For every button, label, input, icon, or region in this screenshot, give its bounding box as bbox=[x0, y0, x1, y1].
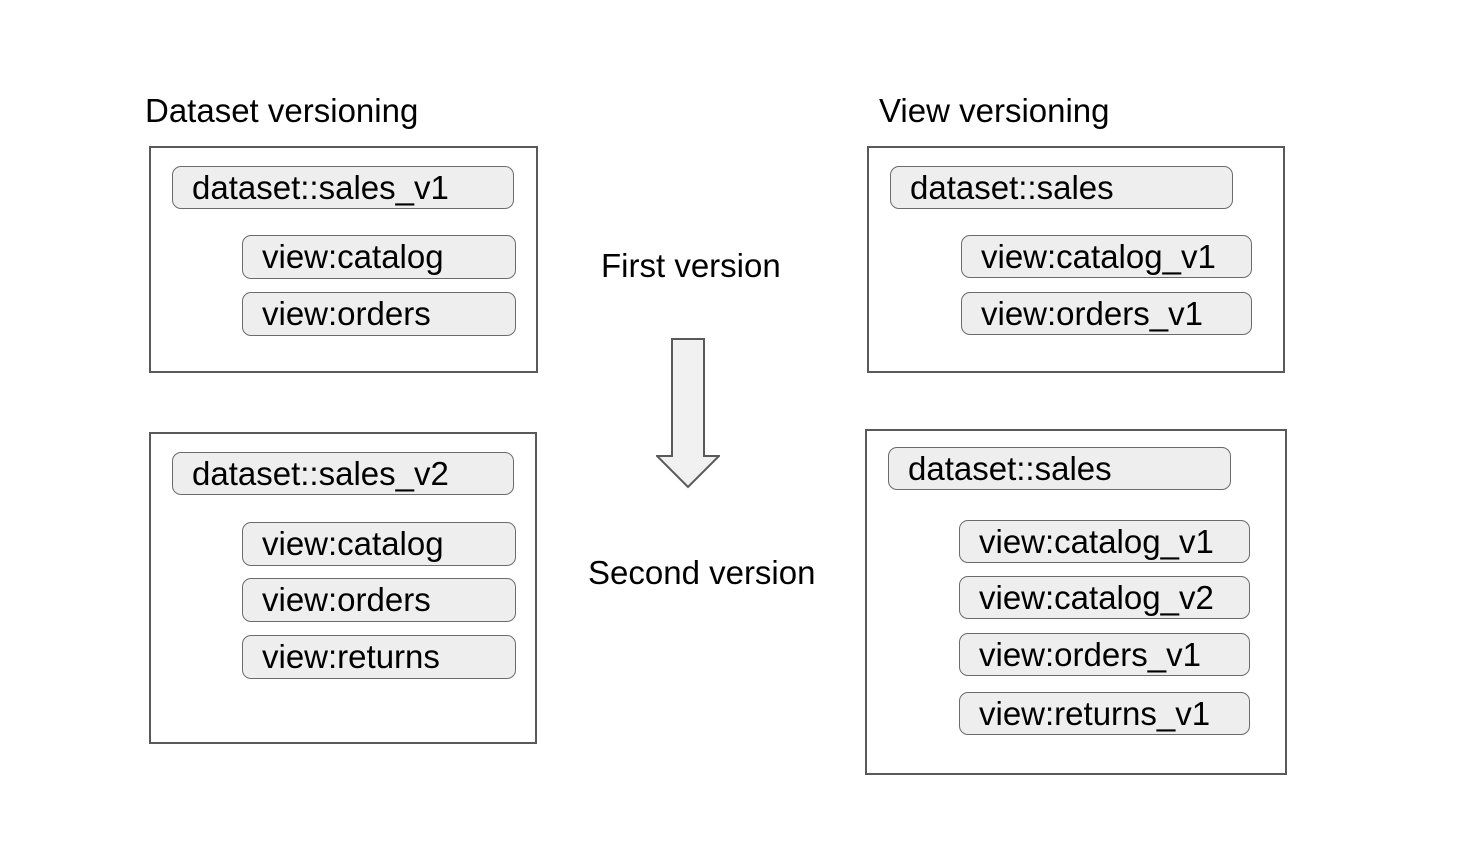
dataset-versioning-heading: Dataset versioning bbox=[145, 92, 419, 129]
view-versioning-first-version-box: dataset::sales view:catalog_v1 view:orde… bbox=[867, 146, 1285, 373]
view-versioning-second-version-box: dataset::sales view:catalog_v1 view:cata… bbox=[865, 429, 1287, 775]
view-pill: view:returns_v1 bbox=[959, 692, 1250, 735]
view-pill: view:returns bbox=[242, 635, 516, 679]
dataset-pill: dataset::sales_v2 bbox=[172, 452, 514, 495]
view-pill: view:orders_v1 bbox=[961, 292, 1252, 335]
second-version-label: Second version bbox=[588, 554, 816, 591]
dataset-pill: dataset::sales bbox=[890, 166, 1233, 209]
view-pill: view:catalog_v1 bbox=[961, 235, 1252, 278]
view-pill: view:catalog_v2 bbox=[959, 576, 1250, 619]
dataset-versioning-second-version-box: dataset::sales_v2 view:catalog view:orde… bbox=[149, 432, 537, 744]
down-arrow-icon bbox=[654, 338, 722, 489]
view-pill: view:catalog bbox=[242, 522, 516, 566]
view-pill: view:catalog_v1 bbox=[959, 520, 1250, 563]
first-version-label: First version bbox=[601, 247, 781, 284]
view-pill: view:orders_v1 bbox=[959, 633, 1250, 676]
dataset-pill: dataset::sales_v1 bbox=[172, 166, 514, 209]
dataset-versioning-first-version-box: dataset::sales_v1 view:catalog view:orde… bbox=[149, 146, 538, 373]
view-pill: view:orders bbox=[242, 292, 516, 336]
view-versioning-heading: View versioning bbox=[879, 92, 1110, 129]
view-pill: view:orders bbox=[242, 578, 516, 622]
dataset-pill: dataset::sales bbox=[888, 447, 1231, 490]
view-pill: view:catalog bbox=[242, 235, 516, 279]
